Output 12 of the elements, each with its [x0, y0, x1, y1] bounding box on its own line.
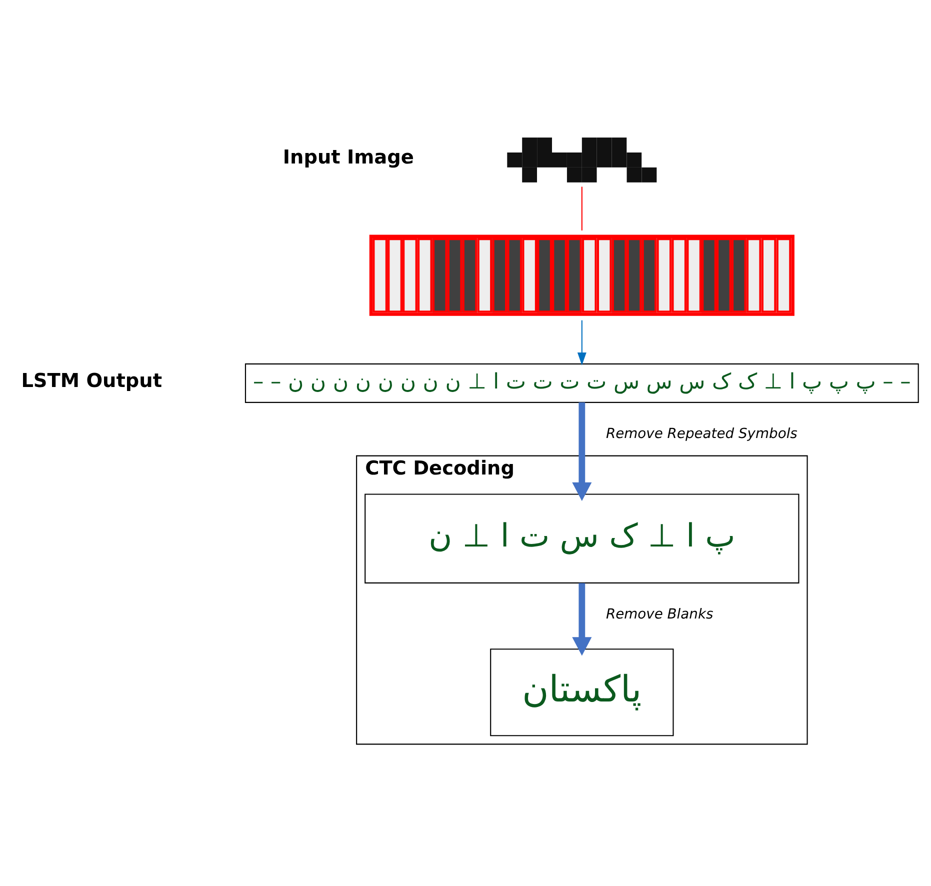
- label: LSTM Output: [21, 368, 162, 392]
- arrow: [572, 583, 592, 656]
- node-box: – – پ پ پ ا ⊥ ک ک س س س ت ت ت ت ا ⊥ ن ن ن ن ن ن ن ن – –: [244, 363, 919, 403]
- arrow: [572, 402, 592, 501]
- connector: [581, 186, 582, 230]
- node-box: پاکستان: [490, 648, 674, 736]
- arrow: [577, 320, 586, 366]
- edge-label: Remove Repeated Symbols: [606, 426, 798, 442]
- node-box: پ ا ⊥ ک س ت ا ⊥ ن: [364, 494, 800, 584]
- label: Input Image: [282, 146, 414, 169]
- node-picture: [369, 234, 794, 316]
- edge-label: Remove Blanks: [606, 606, 714, 623]
